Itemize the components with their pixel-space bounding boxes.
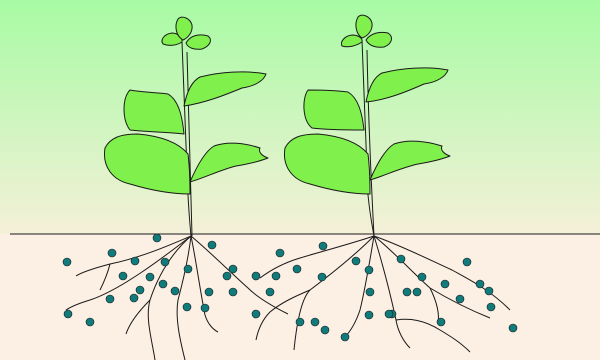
soil-particle — [476, 280, 484, 288]
soil-particle — [201, 304, 209, 312]
soil-particle — [441, 280, 449, 288]
soil-particle — [229, 288, 237, 296]
soil-particle — [437, 318, 445, 326]
soil-particle — [131, 257, 139, 265]
soil-particle — [183, 303, 191, 311]
soil-particle — [319, 242, 327, 250]
soil-particle — [252, 310, 260, 318]
soil-particle — [487, 303, 495, 311]
soil-particle — [403, 288, 411, 296]
soil-particle — [296, 318, 304, 326]
soil-particle — [171, 287, 179, 295]
soil-particle — [184, 265, 192, 273]
soil-particle — [252, 272, 260, 280]
soil-particle — [272, 272, 280, 280]
soil-particle — [153, 234, 161, 242]
soil-particle — [266, 288, 274, 296]
soil-particle — [161, 258, 169, 266]
soil-particle — [418, 273, 426, 281]
soil-particle — [136, 286, 144, 294]
soil-particle — [463, 258, 471, 266]
soil-particle — [208, 241, 216, 249]
soil-particle — [385, 310, 393, 318]
soil-particle — [108, 249, 116, 257]
soil-particle — [413, 288, 421, 296]
soil-particle — [130, 294, 138, 302]
soil-particle — [205, 288, 213, 296]
soil-particle — [106, 295, 114, 303]
soil-particle — [365, 266, 373, 274]
soil-particle — [86, 318, 94, 326]
soil-particle — [366, 288, 374, 296]
soil-particle — [63, 258, 71, 266]
soil-particle — [509, 324, 517, 332]
soil-particle — [64, 310, 72, 318]
soil-particle — [321, 326, 329, 334]
soil-particle — [485, 287, 493, 295]
soil-particle — [223, 272, 231, 280]
soil-background — [0, 234, 600, 360]
soil-particle — [456, 295, 464, 303]
soil-particle — [352, 257, 360, 265]
soil-particle — [119, 272, 127, 280]
sky-background — [0, 0, 600, 234]
soil-particle — [146, 273, 154, 281]
soil-particle — [365, 311, 373, 319]
soil-particle — [159, 280, 167, 288]
soil-particle — [318, 273, 326, 281]
soil-particle — [229, 265, 237, 273]
soil-particle — [397, 255, 405, 263]
soil-particle — [311, 318, 319, 326]
soil-particle — [276, 249, 284, 257]
soil-particle — [293, 265, 301, 273]
soil-particle — [341, 333, 349, 341]
